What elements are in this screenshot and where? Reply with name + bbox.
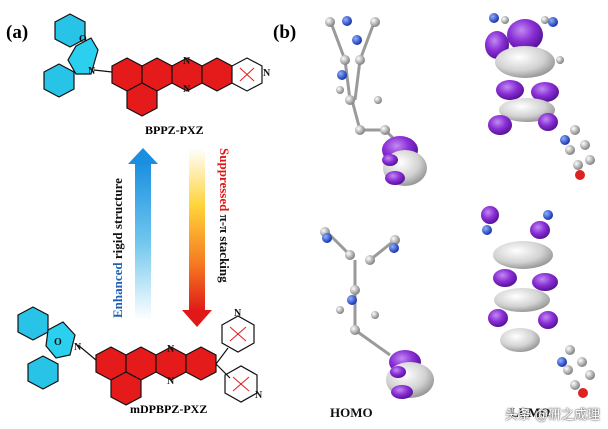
- suppressed-keyword: Suppressed: [217, 148, 232, 212]
- suppressed-stacking-label: Suppressed π-π stacking: [216, 148, 232, 283]
- lumo-label: LUMO: [510, 405, 551, 420]
- n-pyridine-3: N: [255, 390, 263, 401]
- n-pyrazine-1: N: [183, 56, 191, 67]
- suppressed-rest: π-π stacking: [217, 211, 232, 283]
- n-pyridine: N: [263, 68, 271, 79]
- panel-b-label: (b): [273, 22, 297, 43]
- mdpbpz-pxz-label: mDPBPZ-PXZ: [130, 402, 208, 416]
- phenoxazine-bottom: [17, 306, 76, 390]
- o-atom-top: O: [79, 34, 87, 45]
- mdpbpz-acceptor: [95, 346, 217, 406]
- suppressed-stacking-arrow: [182, 148, 212, 327]
- homo-label: HOMO: [330, 405, 373, 420]
- bppz-pxz-label: BPPZ-PXZ: [145, 123, 204, 137]
- n-pyridine-2: N: [234, 308, 242, 319]
- n-atom-top: N: [88, 66, 96, 77]
- enhanced-keyword: Enhanced: [110, 262, 125, 318]
- mdpbpz-pyridine-rings: [215, 315, 258, 403]
- enhanced-rest: rigid structure: [110, 178, 125, 263]
- n-pyrazine-2: N: [183, 84, 191, 95]
- lumo-bottom-model: [481, 206, 595, 398]
- bppz-pxz-structure: [43, 13, 263, 117]
- bppz-acceptor: [111, 57, 233, 117]
- enhanced-rigidity-label: Enhanced rigid structure: [110, 178, 126, 318]
- phenoxazine-top: [43, 13, 99, 98]
- n-atom-bottom: N: [74, 342, 82, 353]
- homo-bottom-model: [320, 227, 434, 399]
- o-atom-bottom: O: [54, 337, 62, 348]
- n-pyrazine-4: N: [167, 376, 175, 387]
- lumo-top-model: [485, 13, 595, 180]
- n-pyrazine-3: N: [167, 344, 175, 355]
- watermark: 头条 @研之成理: [504, 408, 600, 423]
- mdpbpz-pxz-structure: [17, 306, 258, 406]
- panel-a-label: (a): [6, 22, 29, 43]
- homo-top-model: [325, 16, 427, 186]
- enhanced-rigidity-arrow: [128, 148, 158, 320]
